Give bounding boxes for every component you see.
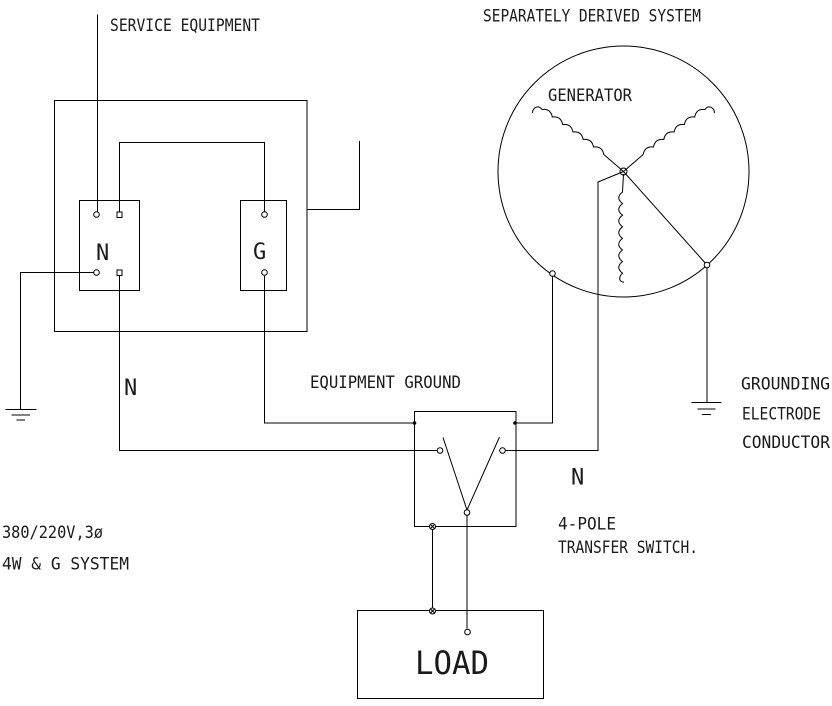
service-equipment-section: SERVICE EQUIPMENT N G N — [5, 14, 437, 451]
transfer-switch-contact-service — [436, 447, 444, 454]
transfer-switch-section: EQUIPMENT GROUND N 4-POLE TRANSFER SWITC… — [310, 373, 698, 629]
load-neutral-terminal — [464, 628, 471, 636]
utility-feeder-stub — [307, 141, 360, 210]
generator-neutral-conductor — [505, 171, 624, 451]
service-equipment-enclosure — [54, 100, 308, 332]
neutral-bus-terminal-top-left — [93, 211, 100, 218]
service-ground-symbol — [5, 409, 37, 421]
system-notes: 380/220V,3ø 4W & G SYSTEM — [2, 523, 129, 575]
ground-bus-box — [240, 200, 287, 291]
transfer-switch-label-line2: TRANSFER SWITCH. — [558, 538, 698, 558]
enclosure-bond-mark-load — [429, 607, 436, 615]
equipment-ground-conductor — [264, 276, 415, 424]
load-section: LOAD — [357, 607, 544, 699]
generator-ground-terminal — [703, 261, 711, 269]
separately-derived-system-label: SEPARATELY DERIVED SYSTEM — [483, 7, 701, 27]
load-label: LOAD — [415, 644, 489, 682]
transfer-switch-common-contact — [463, 509, 471, 516]
neutral-bus-terminal-top-right — [116, 211, 123, 218]
generator-ground-symbol — [691, 402, 722, 415]
ground-bus-label: G — [253, 240, 266, 265]
transfer-switch-blades — [442, 436, 500, 511]
generator-phase-terminal — [549, 270, 556, 277]
service-neutral-label: N — [124, 376, 137, 401]
enclosure-bond-node-left — [412, 421, 417, 425]
enclosure-bond-node-right — [513, 421, 517, 425]
enclosure-bond-mark-switch — [429, 523, 436, 530]
neutral-bus-terminal-bottom-left — [93, 269, 100, 276]
ground-bus-terminal-top — [261, 211, 268, 218]
generator-grounding-electrode-conductor — [623, 171, 708, 403]
generator-section: SEPARATELY DERIVED SYSTEM GENERATOR GROU… — [483, 7, 831, 454]
grounding-electrode-conductor-label-line2: ELECTRODE — [742, 405, 821, 425]
generator-winding-right — [623, 106, 715, 172]
equipment-ground-label: EQUIPMENT GROUND — [310, 373, 461, 393]
neutral-bus-terminal-bottom-right — [116, 269, 123, 276]
system-wiring-label: 4W & G SYSTEM — [2, 555, 129, 575]
generator-housing — [497, 45, 750, 298]
generator-neutral-label: N — [571, 466, 584, 491]
main-bonding-jumper — [119, 142, 265, 212]
neutral-bus-box — [79, 200, 140, 291]
grounding-electrode-conductor-label-line1: GROUNDING — [741, 375, 830, 395]
service-neutral-conductor — [119, 276, 437, 451]
transfer-switch-label-line1: 4-POLE — [558, 515, 616, 535]
generator-wye-point — [619, 167, 628, 176]
ground-bus-terminal-bottom — [261, 269, 268, 276]
system-voltage-label: 380/220V,3ø — [2, 523, 103, 543]
service-equipment-label: SERVICE EQUIPMENT — [110, 16, 260, 36]
generator-winding-bottom — [618, 173, 625, 283]
grounding-electrode-conductor-label-line3: CONDUCTOR — [742, 433, 831, 453]
load-enclosure — [357, 610, 544, 699]
transfer-switch-enclosure — [414, 411, 517, 527]
transfer-switch-contact-generator — [499, 447, 506, 454]
generator-phase-conductor — [516, 276, 553, 424]
service-grounding-electrode-conductor — [20, 272, 94, 409]
generator-winding-left — [532, 106, 624, 172]
generator-label: GENERATOR — [548, 86, 633, 106]
neutral-bus-label: N — [96, 241, 109, 266]
